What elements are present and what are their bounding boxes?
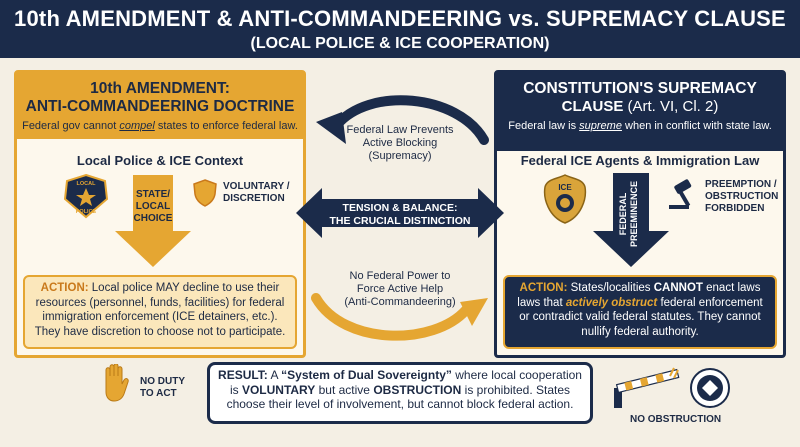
- right-action-pre: States/localities: [567, 282, 654, 294]
- page-subtitle: (LOCAL POLICE & ICE COOPERATION): [250, 35, 550, 52]
- no-federal-line2: Force Active Help: [356, 283, 444, 295]
- right-panel-header: CONSTITUTION'S SUPREMACY CLAUSE (Art. VI…: [497, 73, 783, 151]
- right-action-label: ACTION:: [519, 282, 568, 294]
- right-sub-em: supreme: [579, 120, 622, 132]
- preempt-line3: FORBIDDEN: [705, 203, 765, 214]
- federal-prevents-text: Federal Law Prevents Active Blocking (Su…: [320, 124, 480, 163]
- state-choice-line2: LOCAL: [135, 201, 171, 212]
- preeminence-line1: FEDERAL: [618, 192, 628, 235]
- no-federal-line3: (Anti-Commandeering): [344, 296, 456, 308]
- result-pre: A: [267, 368, 282, 382]
- result-box: RESULT: A “System of Dual Sovereignty” w…: [207, 362, 593, 424]
- page-title: 10th AMENDMENT & ANTI-COMMANDEERING vs. …: [14, 6, 786, 31]
- state-choice-line3: CHOICE: [133, 213, 173, 224]
- left-panel-header: 10th AMENDMENT: ANTI-COMMANDEERING DOCTR…: [17, 73, 303, 139]
- preempt-line1: PREEMPTION /: [705, 179, 777, 190]
- left-heading-line1: 10th AMENDMENT:: [90, 80, 230, 97]
- no-obstruction-label: NO OBSTRUCTION: [630, 414, 722, 425]
- left-subtitle: Federal gov cannot compel states to enfo…: [17, 116, 303, 136]
- result-mid1: where local cooperation is: [229, 368, 582, 397]
- right-context-title: Federal ICE Agents & Immigration Law: [520, 153, 760, 168]
- result-mid2: but active: [315, 382, 374, 397]
- police-badge-icon: LOCAL POLICE: [63, 173, 109, 219]
- left-sub-post: states to enforce federal law.: [154, 120, 298, 132]
- no-duty-line1: NO DUTY: [140, 376, 185, 387]
- tension-label: TENSION & BALANCE: THE CRUCIAL DISTINCTI…: [316, 202, 484, 228]
- ice-badge-text: ICE: [558, 183, 572, 192]
- left-action-text: Local police MAY decline to use their re…: [34, 282, 286, 338]
- preemption-label: PREEMPTION / OBSTRUCTION FORBIDDEN: [705, 179, 778, 215]
- header-banner: 10th AMENDMENT & ANTI-COMMANDEERING vs. …: [0, 0, 800, 58]
- left-sub-em: compel: [119, 120, 155, 132]
- right-action-obstruct: actively obstruct: [565, 296, 658, 309]
- supremacy-curved-arrow: [316, 95, 489, 145]
- no-duty-label: NO DUTY TO ACT: [140, 376, 185, 400]
- right-subtitle: Federal law is supreme when in conflict …: [497, 119, 783, 133]
- hand-stop-icon: [105, 364, 129, 402]
- voluntary-label: VOLUNTARY / DISCRETION: [223, 181, 289, 205]
- right-sub-post: when in conflict with state law.: [621, 120, 772, 132]
- badge-text-police: POLICE: [76, 209, 97, 215]
- no-federal-power-text: No Federal Power to Force Active Help (A…: [320, 270, 480, 309]
- right-heading-article: (Art. VI, Cl. 2): [623, 98, 719, 115]
- result-dual-sovereignty: “System of Dual Sovereignty”: [281, 368, 452, 382]
- supremacy-clause-panel: CONSTITUTION'S SUPREMACY CLAUSE (Art. VI…: [494, 70, 786, 358]
- left-context-title: Local Police & ICE Context: [76, 153, 244, 168]
- right-heading-clause: CLAUSE: [561, 98, 624, 115]
- result-post: is prohibited. States choose their level…: [226, 382, 574, 412]
- preempt-line2: OBSTRUCTION: [705, 191, 779, 202]
- right-action-box: ACTION: States/localities CANNOT enact l…: [503, 275, 777, 349]
- left-action-box: ACTION: Local police MAY decline to use …: [23, 275, 297, 349]
- right-action-mid2: federal enforcement or contradict valid …: [519, 296, 763, 338]
- fed-prevents-line2: Active Blocking: [362, 137, 438, 149]
- no-duty-line2: TO ACT: [140, 388, 177, 399]
- right-action-cannot: CANNOT: [653, 282, 703, 294]
- tension-double-arrow: [296, 188, 504, 238]
- preeminence-line2: PREEMINENCE: [629, 181, 639, 247]
- barrier-icon: [614, 367, 680, 408]
- right-action-mid1: enact laws laws that: [517, 282, 761, 309]
- shield-icon: [193, 179, 217, 207]
- state-choice-line1: STATE/: [135, 189, 171, 200]
- anti-commandeering-curved-arrow: [311, 293, 488, 341]
- tenth-amendment-panel: 10th AMENDMENT: ANTI-COMMANDEERING DOCTR…: [14, 70, 306, 358]
- federal-preeminence-arrow: [593, 173, 669, 267]
- result-obstruction: OBSTRUCTION: [373, 382, 462, 397]
- left-sub-pre: Federal gov cannot: [22, 120, 120, 132]
- voluntary-line1: VOLUNTARY /: [223, 181, 290, 192]
- left-action-label: ACTION:: [40, 282, 89, 294]
- fed-prevents-line3: (Supremacy): [368, 150, 432, 162]
- state-choice-label: STATE/ LOCAL CHOICE: [115, 189, 191, 225]
- left-heading-line2: ANTI-COMMANDEERING DOCTRINE: [25, 98, 295, 115]
- ice-badge-icon: ICE: [543, 174, 587, 224]
- fed-prevents-line1: Federal Law Prevents: [346, 124, 454, 136]
- badge-text-local: LOCAL: [77, 181, 97, 187]
- tension-line1: TENSION & BALANCE:: [342, 202, 458, 214]
- no-federal-line1: No Federal Power to: [349, 270, 451, 282]
- result-label: RESULT:: [218, 368, 268, 382]
- tension-line2: THE CRUCIAL DISTINCTION: [329, 215, 471, 227]
- state-choice-arrow: [115, 175, 191, 267]
- right-heading-line2: CLAUSE (Art. VI, Cl. 2): [497, 98, 783, 116]
- dhs-seal-icon: [690, 368, 730, 408]
- right-heading-line1: CONSTITUTION'S SUPREMACY: [523, 80, 757, 97]
- right-sub-pre: Federal law is: [508, 120, 580, 132]
- result-voluntary: VOLUNTARY: [241, 382, 316, 397]
- voluntary-line2: DISCRETION: [223, 193, 285, 204]
- federal-preeminence-label: FEDERAL PREEMINENCE: [618, 181, 639, 247]
- gavel-icon: [669, 179, 692, 209]
